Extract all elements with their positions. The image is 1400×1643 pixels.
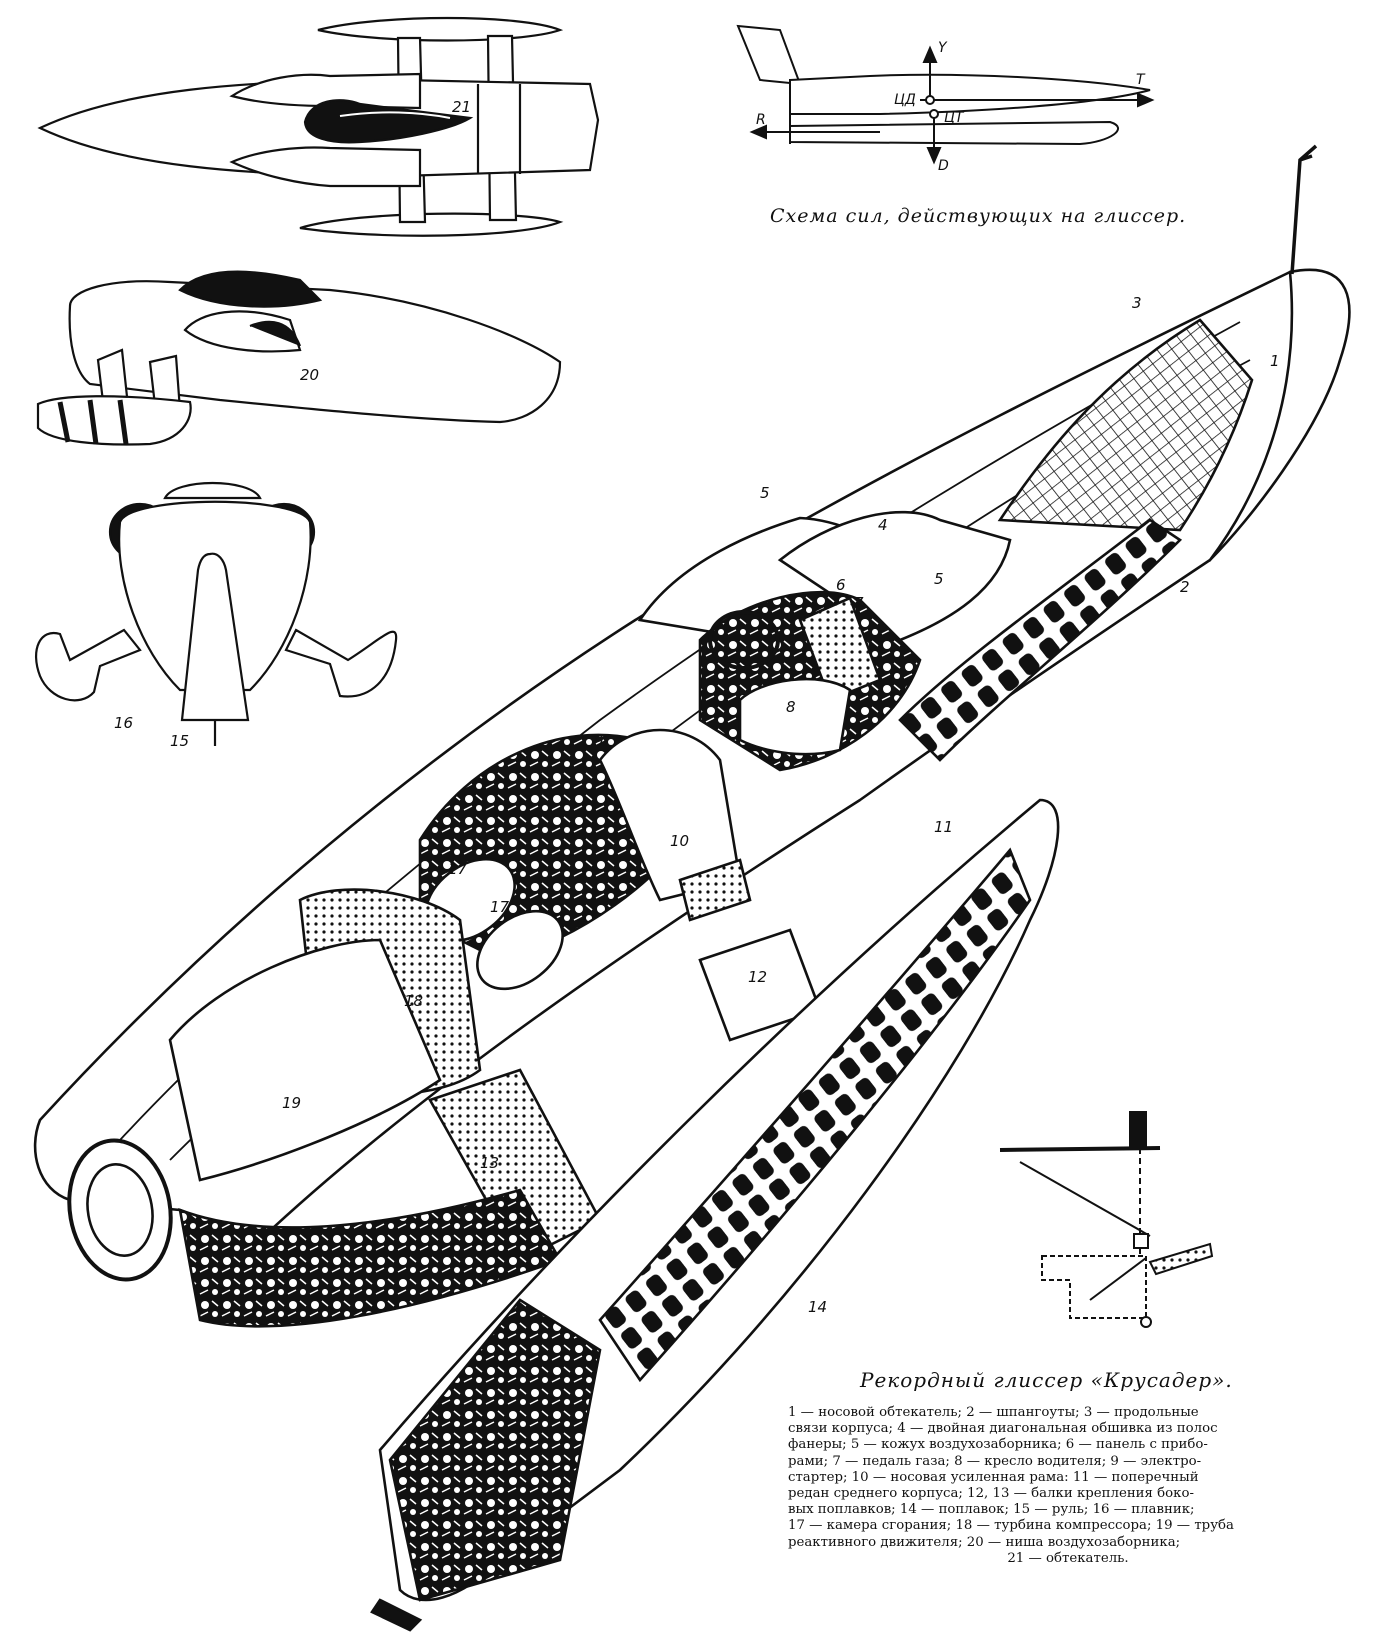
callout-12: 12 — [748, 968, 767, 986]
force-label-d: D — [938, 158, 949, 174]
callout-19: 19 — [282, 1094, 301, 1112]
cutaway-hull — [35, 146, 1349, 1630]
step-plate — [1150, 1244, 1212, 1274]
top-view-upper-float — [318, 18, 560, 41]
legend-line: 1 — носовой обтекатель; 2 — шпангоуты; 3… — [788, 1405, 1199, 1420]
perspective-sketch — [38, 272, 560, 445]
top-view-lower-nacelle — [232, 148, 420, 186]
rudder-detail — [1000, 1112, 1212, 1327]
force-diagram-fin — [738, 26, 800, 84]
callout-15: 15 — [170, 732, 189, 750]
force-label-y: Y — [938, 40, 948, 56]
rudder-blade — [1042, 1256, 1146, 1318]
figure-title: Рекордный глиссер «Крусадер». — [860, 1368, 1233, 1392]
callout-10: 10 — [670, 832, 689, 850]
frame-lattice — [1000, 320, 1252, 530]
callout-7: 7 — [854, 594, 864, 612]
callout-3: 3 — [1132, 294, 1142, 312]
callout-18: 18 — [404, 992, 423, 1010]
callout-20: 20 — [300, 366, 319, 384]
float-frames — [600, 850, 1030, 1380]
callout-5a: 5 — [760, 484, 770, 502]
legend-line: редан среднего корпуса; 12, 13 — балки к… — [788, 1486, 1194, 1502]
force-diagram — [738, 26, 1152, 162]
callout-13: 13 — [480, 1154, 499, 1172]
legend-line: связи корпуса; 4 — двойная диагональная … — [788, 1421, 1218, 1437]
perspective-float — [38, 396, 191, 444]
callout-17a: 17 — [448, 860, 468, 878]
nose-antenna — [1292, 146, 1316, 274]
callout-8: 8 — [786, 698, 796, 716]
force-label-cd: ЦД — [894, 92, 916, 108]
combustion-chamber-b — [462, 895, 577, 1005]
callout-2: 2 — [1180, 578, 1190, 596]
top-view-cockpit — [305, 100, 470, 142]
callouts: 1 2 3 4 5 5 6 7 8 9 10 11 12 13 14 15 16… — [114, 98, 1280, 1316]
instrument-panel — [800, 598, 880, 700]
legend-line: 17 — камера сгорания; 18 — турбина компр… — [788, 1518, 1234, 1534]
stern-view-cowl — [165, 483, 260, 498]
force-diagram-float — [790, 122, 1118, 144]
callout-14: 14 — [808, 1298, 827, 1316]
force-label-t: T — [1136, 72, 1146, 88]
top-view-sketch — [40, 18, 598, 236]
legend-line: рами; 7 — педаль газа; 8 — кресло водите… — [788, 1453, 1202, 1469]
figure-legend: 1 — носовой обтекатель; 2 — шпангоуты; 3… — [788, 1405, 1348, 1567]
callout-5b: 5 — [934, 570, 944, 588]
callout-21: 21 — [452, 98, 471, 116]
perspective-hull — [70, 281, 560, 422]
force-diagram-hull — [790, 75, 1150, 114]
top-view-lower-float — [300, 214, 560, 236]
legend-line: фанеры; 5 — кожух воздухозаборника; 6 — … — [788, 1437, 1208, 1453]
jet-pipe — [170, 940, 440, 1180]
force-diagram-caption: Схема сил, действующих на глиссер. — [770, 205, 1187, 227]
legend-line: стартер; 10 — носовая усиленная рама: 11… — [788, 1469, 1199, 1485]
top-view-upper-nacelle — [232, 74, 420, 108]
callout-16: 16 — [114, 714, 133, 732]
frame-perforation — [680, 860, 750, 920]
legend-line: вых поплавков; 14 — поплавок; 15 — руль;… — [788, 1502, 1195, 1518]
callout-6: 6 — [836, 576, 846, 594]
callout-4: 4 — [878, 516, 888, 534]
perspective-canopy — [180, 272, 320, 307]
stern-view-sketch — [36, 483, 396, 746]
legend-line: реактивного движителя; 20 — ниша воздухо… — [788, 1534, 1181, 1550]
callout-11: 11 — [934, 818, 953, 836]
float-fin — [372, 1600, 420, 1630]
side-frames — [900, 520, 1180, 760]
steering-wheel — [710, 612, 778, 668]
callout-9: 9 — [594, 732, 604, 750]
intake-cowl-2 — [780, 512, 1010, 640]
callout-17b: 17 — [490, 898, 510, 916]
stern-view-left-wing — [36, 630, 140, 700]
driver-seat — [740, 679, 850, 754]
stern-view-right-wing — [286, 630, 396, 697]
force-label-ct: ЦТ — [944, 110, 965, 126]
callout-1: 1 — [1270, 352, 1280, 370]
float-tail-frames — [390, 1300, 600, 1600]
legend-line: 21 — обтекатель. — [1007, 1550, 1129, 1566]
force-label-r: R — [756, 112, 766, 128]
